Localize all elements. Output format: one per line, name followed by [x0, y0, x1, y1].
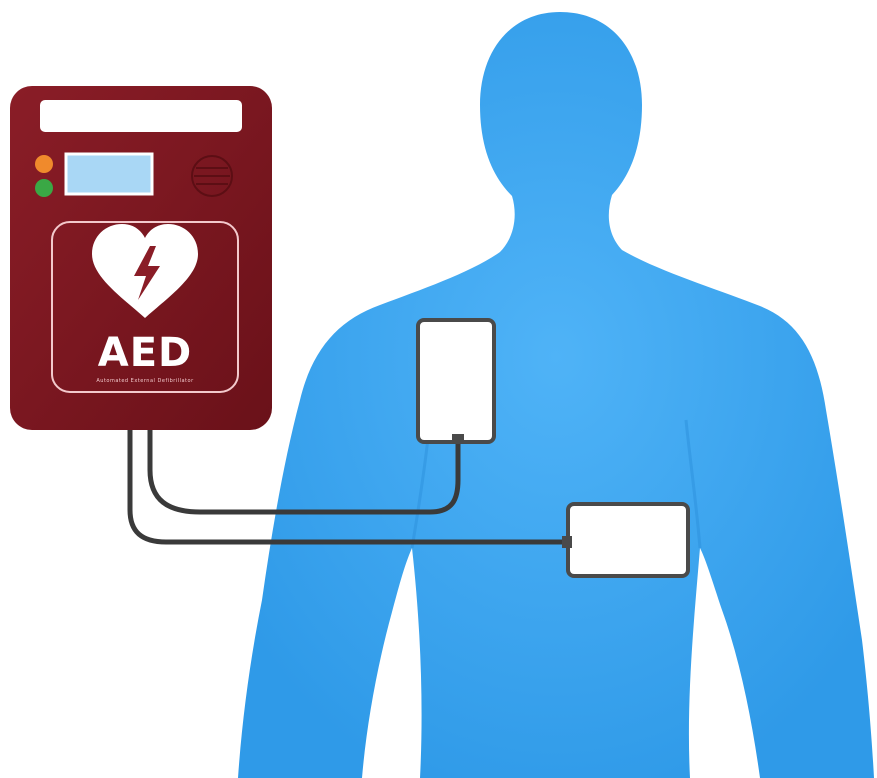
- human-silhouette-icon: [238, 12, 874, 778]
- indicator-light-orange: [35, 155, 53, 173]
- aed-handle: [40, 100, 242, 132]
- human-figure: [238, 12, 874, 778]
- aed-label-text: AED: [98, 330, 192, 376]
- electrode-pad-upper: [418, 320, 494, 444]
- aed-device: AED Automated External Defibrillator: [10, 86, 272, 430]
- aed-display-screen: [66, 154, 152, 194]
- aed-sublabel-text: Automated External Defibrillator: [96, 378, 194, 384]
- indicator-light-green: [35, 179, 53, 197]
- electrode-pad-lower: [562, 504, 688, 576]
